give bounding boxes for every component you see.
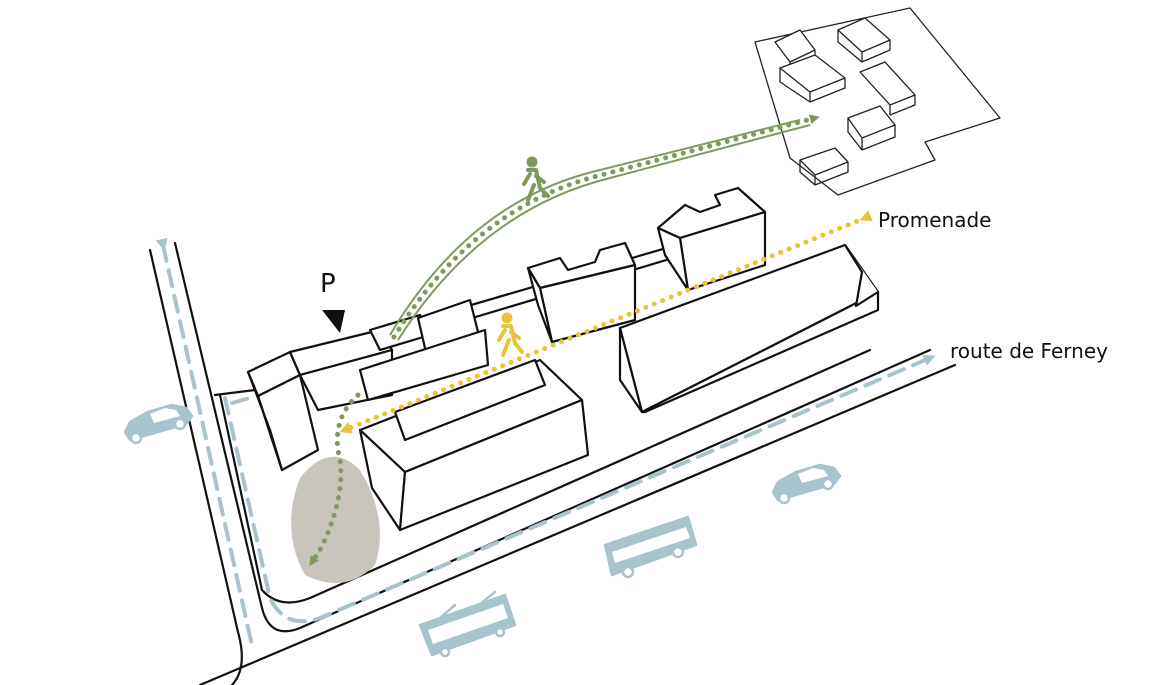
tram-icon	[418, 590, 517, 658]
transport-routes	[155, 237, 936, 652]
walking-person-icon	[497, 312, 524, 357]
residential-area	[754, 7, 1001, 196]
road-outlines	[148, 241, 957, 685]
parking-label: P	[320, 269, 336, 299]
parking-marker-icon	[322, 310, 345, 333]
car-icon	[771, 463, 842, 505]
walking-person-icon	[522, 156, 550, 202]
garden-area	[291, 456, 380, 583]
promenade-label: Promenade	[878, 208, 991, 232]
bus-icon	[603, 515, 698, 579]
yellow-promenade-path	[339, 210, 873, 434]
car-icon	[123, 403, 194, 445]
road-label: route de Ferney	[950, 339, 1108, 363]
